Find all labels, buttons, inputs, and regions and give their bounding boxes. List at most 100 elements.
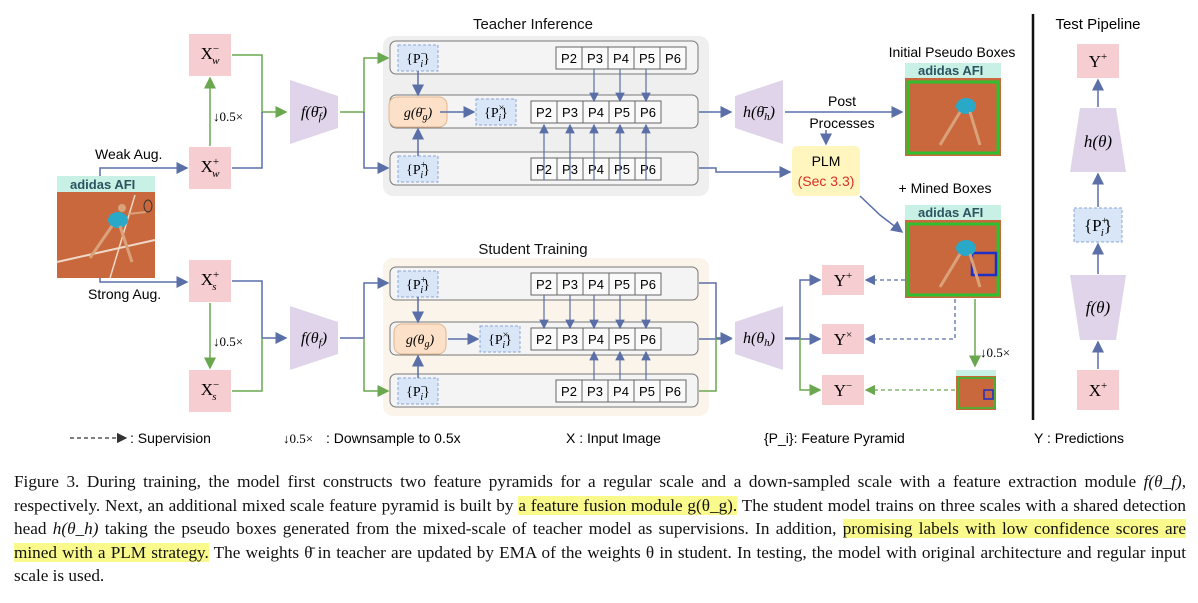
test-x-plus <box>1077 370 1119 410</box>
student-p-minus <box>397 377 439 405</box>
teacher-head-label: h(θ̄h) <box>743 104 775 123</box>
teacher-extractor <box>290 80 338 144</box>
student-row-3-p5-label: P5 <box>639 384 655 399</box>
strong-aug-label: Strong Aug. <box>88 286 161 302</box>
teacher-p-minus <box>397 44 439 72</box>
mined-boxes-image: adidas AFI <box>905 205 1001 298</box>
teacher-row-2-p3-label: P3 <box>562 105 578 120</box>
teacher-row-3-p6-box <box>634 157 662 181</box>
student-head <box>735 306 783 370</box>
svg-text:X+s: X+s <box>201 269 220 293</box>
figure-diagram: Teacher Inference Student Training {P−i}… <box>56 14 1141 446</box>
legend-downsample-marker: ↓0.5× <box>283 431 313 446</box>
input-xs-plus <box>189 260 231 302</box>
student-row-1-p6-label: P6 <box>640 277 656 292</box>
student-row-1-p2-label: P2 <box>536 277 552 292</box>
teacher-fusion-label: g(θ̄g) <box>404 106 433 123</box>
student-title: Student Training <box>478 241 587 258</box>
caption-highlight-1: a feature fusion module g(θ_g). <box>518 495 738 515</box>
student-p-minus-label: {P−i} <box>406 382 430 403</box>
student-row-1-p3-label: P3 <box>562 277 578 292</box>
downsample-marker-bottom: ↓0.5× <box>213 334 243 349</box>
student-row-3-p6-box <box>659 379 687 403</box>
caption-part-2: , respectively. Next, an additional mixe… <box>14 472 1186 515</box>
teacher-row-1-p5-label: P5 <box>639 51 655 66</box>
student-extractor <box>290 306 338 370</box>
teacher-row-1-p3-label: P3 <box>587 51 603 66</box>
caption-part-1: Figure 3. During training, the model fir… <box>14 472 1144 491</box>
teacher-row-2-p2-label: P2 <box>536 105 552 120</box>
student-row-2-p2-label: P2 <box>536 332 552 347</box>
student-row-3-p3-label: P3 <box>587 384 603 399</box>
svg-text:adidas AFI: adidas AFI <box>918 205 983 220</box>
figure-caption: Figure 3. During training, the model fir… <box>14 470 1186 588</box>
legend-pyramid: {P_i}: Feature Pyramid <box>764 430 905 446</box>
downsampled-image <box>956 370 996 410</box>
test-y-plus <box>1077 44 1119 78</box>
teacher-p-x-label: {P×i} <box>484 103 508 124</box>
teacher-row-1-p6-label: P6 <box>665 51 681 66</box>
test-p-plus <box>1073 207 1123 243</box>
mined-boxes-label: + Mined Boxes <box>899 180 992 196</box>
input-xs-minus <box>189 370 231 412</box>
teacher-extractor-label: f(θ̄f) <box>301 104 327 123</box>
input-xw-plus <box>189 147 231 189</box>
svg-text:f(θ): f(θ) <box>1086 298 1111 317</box>
teacher-row-3-p6-label: P6 <box>640 162 656 177</box>
teacher-title: Teacher Inference <box>473 16 593 33</box>
student-row-2-p6-label: P6 <box>640 332 656 347</box>
teacher-row-1-p2-label: P2 <box>561 51 577 66</box>
student-row-2-p5-label: P5 <box>614 332 630 347</box>
downsample-marker-top: ↓0.5× <box>213 109 243 124</box>
student-row-1-p6-box <box>634 272 662 296</box>
teacher-row-3-p4-label: P4 <box>588 162 604 177</box>
pred-y-x <box>822 324 864 354</box>
svg-text:adidas AFI: adidas AFI <box>918 63 983 78</box>
student-p-x-label: {P×i} <box>488 330 512 351</box>
svg-text:X−w: X−w <box>201 43 221 67</box>
teacher-row-1-p4-label: P4 <box>613 51 629 66</box>
plm-box <box>792 146 860 196</box>
downsample-marker-right: ↓0.5× <box>980 345 1010 360</box>
student-row-2-p3-label: P3 <box>562 332 578 347</box>
legend-predictions: Y : Predictions <box>1034 430 1124 446</box>
legend-supervision: : Supervision <box>130 430 211 446</box>
caption-part-3: The student model trains on three scales… <box>14 495 1186 539</box>
teacher-row-1-p6-box <box>659 46 687 70</box>
pred-y-minus <box>822 375 864 405</box>
teacher-p-x <box>475 98 517 126</box>
student-row-3-p6-label: P6 <box>665 384 681 399</box>
svg-text:adidas AFI: adidas AFI <box>70 177 135 192</box>
student-p-plus-label: {P+i} <box>406 275 430 296</box>
student-extractor-label: f(θf) <box>301 330 327 349</box>
teacher-row-2-p6-label: P6 <box>640 105 656 120</box>
plm-ref: (Sec 3.3) <box>798 173 855 189</box>
student-row-2-p4-label: P4 <box>588 332 604 347</box>
test-extractor <box>1070 275 1126 340</box>
caption-part-5: The weights θ̄ in teacher are updated by… <box>14 542 1186 586</box>
student-row-1-p4-label: P4 <box>588 277 604 292</box>
svg-text:X−s: X−s <box>201 379 220 403</box>
teacher-row-2-p5-label: P5 <box>614 105 630 120</box>
student-row-1-p5-label: P5 <box>614 277 630 292</box>
test-head <box>1070 108 1126 172</box>
teacher-p-plus <box>397 155 439 183</box>
plm-label: PLM <box>812 153 841 169</box>
svg-text:X+w: X+w <box>201 156 221 180</box>
test-title: Test Pipeline <box>1055 16 1140 33</box>
student-p-plus <box>397 270 439 298</box>
initial-boxes-label: Initial Pseudo Boxes <box>889 44 1016 60</box>
post-label-2: Processes <box>809 115 874 131</box>
teacher-row-3-p5-label: P5 <box>614 162 630 177</box>
weak-aug-label: Weak Aug. <box>95 146 162 162</box>
source-image: adidas AFI <box>56 176 156 279</box>
legend-downsample: : Downsample to 0.5x <box>326 430 461 446</box>
teacher-head <box>735 80 783 144</box>
input-xw-minus <box>189 34 231 76</box>
caption-part-4: taking the pseudo boxes generated from t… <box>98 519 843 538</box>
student-head-label: h(θh) <box>743 330 775 349</box>
svg-text:h(θ): h(θ) <box>1084 132 1113 151</box>
caption-math-2: h(θ_h) <box>52 519 99 538</box>
student-p-x <box>479 325 521 353</box>
student-row-3-p4-label: P4 <box>613 384 629 399</box>
